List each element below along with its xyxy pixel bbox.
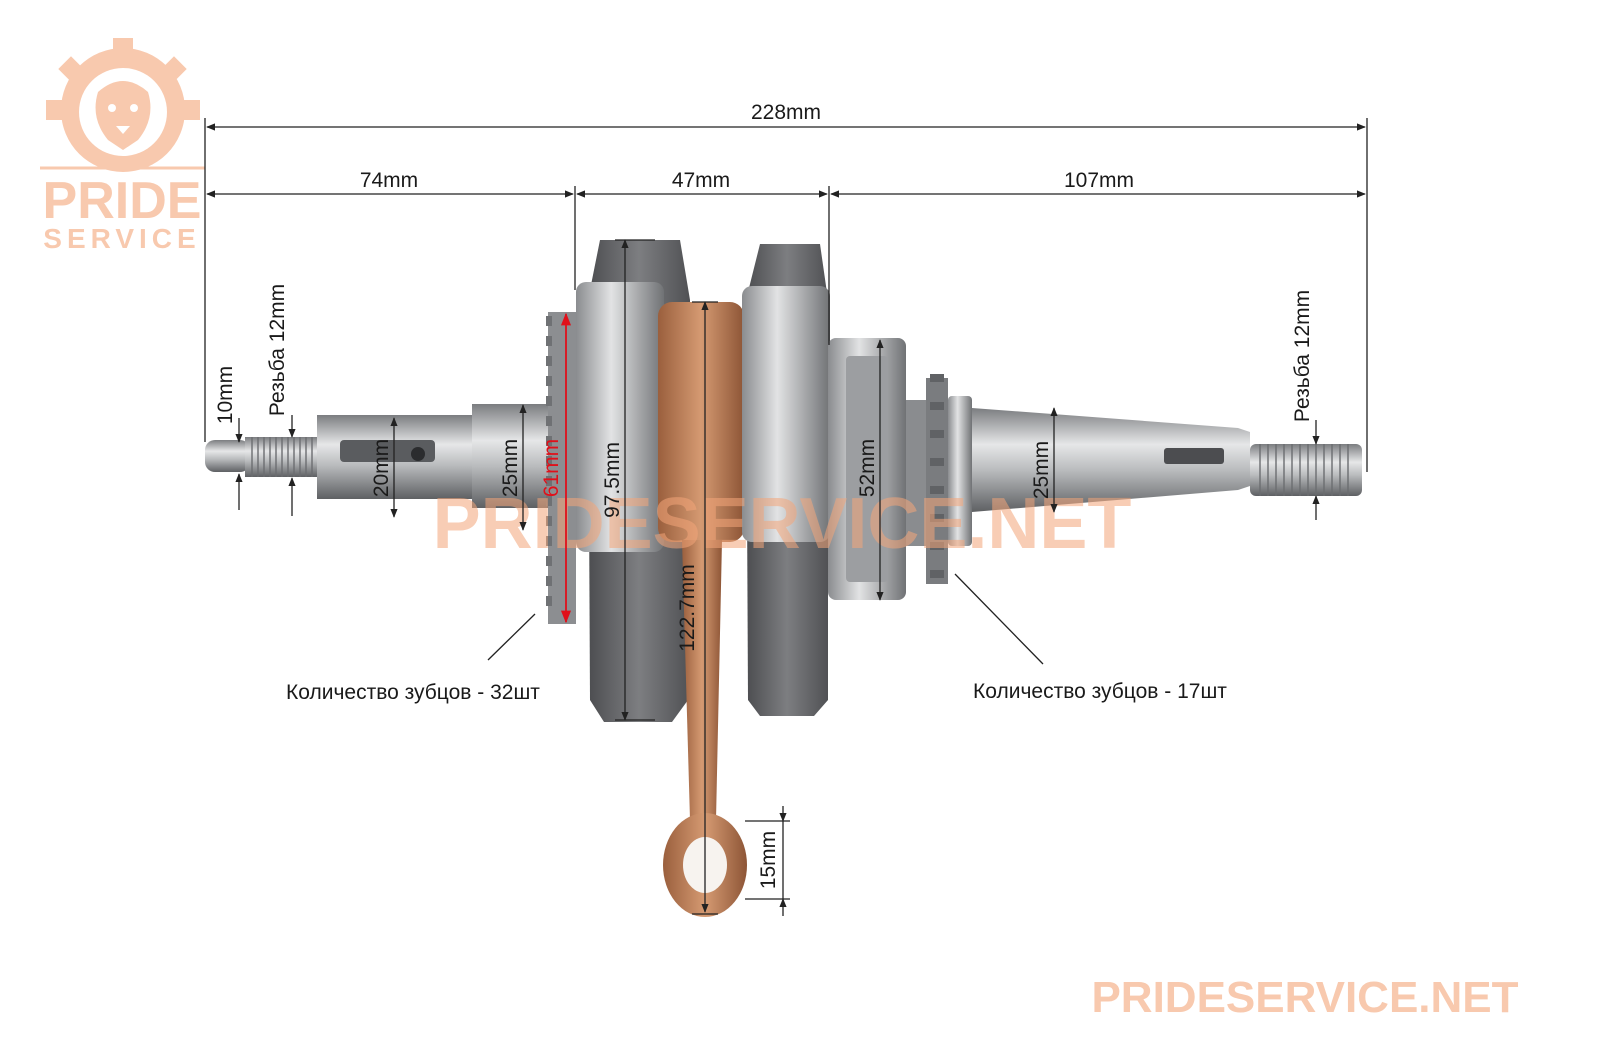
right-shaft bbox=[972, 408, 1250, 512]
dim-small-end-dia: 15mm bbox=[757, 831, 780, 889]
lion-icon bbox=[79, 68, 167, 156]
left-flywheel bbox=[576, 282, 664, 552]
right-sprocket-teeth-label: Количество зубцов - 17шт bbox=[973, 680, 1227, 703]
watermark-center: PRIDESERVICE.NET bbox=[433, 484, 1132, 564]
dim-web-dia: 97.5mm bbox=[601, 442, 624, 518]
dim-middle-section: 47mm bbox=[672, 169, 730, 192]
dim-rod-length: 122.7mm bbox=[676, 564, 699, 652]
dim-right-thread: Резьба 12mm bbox=[1291, 290, 1314, 422]
dimension-lines bbox=[204, 118, 1368, 916]
dim-left-thread: Резьба 12mm bbox=[266, 284, 289, 416]
dim-right-shaft-dia: 25mm bbox=[1030, 441, 1053, 499]
connecting-rod bbox=[658, 302, 747, 917]
dim-left-shaft-dia: 20mm bbox=[370, 439, 393, 497]
brand-logo: PRIDE SERVICE bbox=[40, 38, 205, 254]
logo-subtitle: SERVICE bbox=[43, 223, 200, 254]
left-keyway bbox=[340, 440, 435, 462]
left-shaft-tip bbox=[205, 440, 250, 472]
right-sprocket bbox=[906, 374, 972, 584]
dim-left-journal-dia: 25mm bbox=[499, 439, 522, 497]
dim-left-section: 74mm bbox=[360, 169, 418, 192]
left-journal bbox=[472, 404, 552, 508]
dimension-labels: 228mm 74mm 47mm 107mm 10mm Резьба 12mm 2… bbox=[214, 101, 1314, 889]
dim-bearing-dia: 52mm bbox=[856, 439, 879, 497]
logo-title: PRIDE bbox=[43, 172, 202, 230]
right-keyway bbox=[1164, 448, 1224, 464]
left-thread bbox=[245, 437, 317, 477]
dim-gear-dia: 61mm bbox=[540, 439, 563, 497]
right-thread bbox=[1250, 444, 1362, 496]
dim-right-section: 107mm bbox=[1064, 169, 1134, 192]
left-gear-teeth-label: Количество зубцов - 32шт bbox=[286, 681, 540, 704]
dim-left-tip-dia: 10mm bbox=[214, 366, 237, 424]
dim-total-length: 228mm bbox=[751, 101, 821, 124]
right-flywheel bbox=[742, 286, 830, 542]
watermark-corner: PRIDESERVICE.NET bbox=[1091, 973, 1518, 1022]
